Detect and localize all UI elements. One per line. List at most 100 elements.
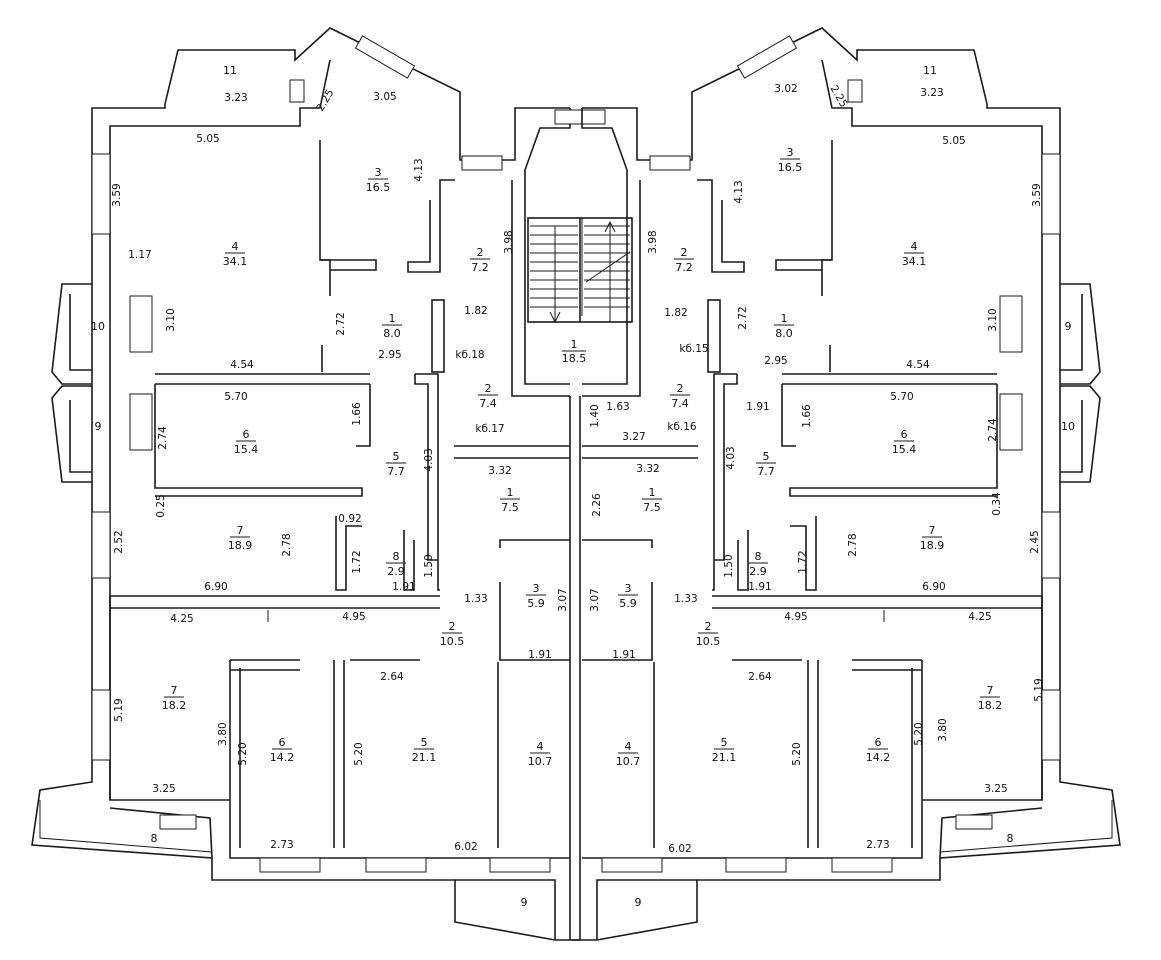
dimension-label: 1.50 [723,554,735,577]
dimension-label: 0.25 [155,494,167,517]
dimension-label: 2.95 [764,355,787,367]
room-number: 2 [681,246,688,259]
room-number: 7 [929,524,936,537]
dimension-label: 2.72 [737,306,749,329]
room-label: 210.5 [440,620,465,648]
dimension-label: 2.64 [748,671,772,683]
room-label: 57.7 [756,450,776,478]
room-label: 521.1 [412,736,437,764]
room-number: 4 [232,240,239,253]
room-label: 82.9 [386,550,406,578]
room-number: 11 [223,64,237,77]
dimension-label: 1.50 [423,554,435,577]
dimension-label: 3.59 [111,183,123,206]
room-number: 8 [393,550,400,563]
room-number: 1 [389,312,396,325]
room-area: 14.2 [866,751,891,764]
room-label: 615.4 [892,428,917,456]
dimension-label: 5.19 [113,698,125,721]
staircase [527,217,633,324]
room-number: 1 [649,486,656,499]
room-number: 6 [243,428,250,441]
dimension-label: 2.72 [335,312,347,335]
room-label: 410.7 [616,740,641,768]
room-label: 35.9 [526,582,546,610]
dimension-label: 5.20 [913,722,925,745]
room-label: 17.5 [500,486,520,514]
dimension-label: 1.33 [464,593,487,605]
dimension-label: 4.03 [423,448,435,471]
dimension-label: 4.95 [342,611,365,623]
dimension-label: 4.13 [733,180,745,203]
room-area: 5.9 [527,597,545,610]
dimension-label: 3.23 [224,92,247,104]
room-label: 718.2 [162,684,187,712]
room-label: 27.4 [670,382,690,410]
room-label: 718.2 [978,684,1003,712]
room-label: 521.1 [712,736,737,764]
dimension-label: kб.18 [455,349,484,361]
dimension-label: 4.25 [170,613,193,625]
dimension-label: 1.17 [128,249,151,261]
room-label: 57.7 [386,450,406,478]
room-area: 7.7 [757,465,775,478]
dimension-label: 1.66 [801,404,813,428]
dimension-label: 3.07 [557,588,569,611]
dimension-label: 1.72 [351,550,363,573]
dimension-label: 3.10 [165,308,177,331]
dimension-label: kб.15 [679,343,708,355]
room-number: 1 [507,486,514,499]
room-number: 9 [95,420,102,433]
dimension-label: 1.91 [392,581,415,593]
room-number: 10 [1061,420,1075,433]
room-number: 4 [537,740,544,753]
room-number: 9 [521,896,528,909]
room-area: 18.9 [228,539,253,552]
room-number: 1 [781,312,788,325]
dimension-label: 2.26 [591,493,603,517]
room-number: 11 [923,64,937,77]
dimension-label: 2.78 [847,533,859,556]
dimension-label: 2.25 [314,87,336,113]
dimension-label: 4.25 [968,611,991,623]
room-label: 615.4 [234,428,259,456]
dimension-label: 2.45 [1029,530,1041,553]
dimension-label: 5.70 [224,391,247,403]
dimension-label: 4.13 [413,158,425,181]
dimension-label: 1.33 [674,593,697,605]
dimension-label: 0.92 [338,513,361,525]
dimension-label: 6.02 [454,841,477,853]
room-number: 7 [171,684,178,697]
dimension-label: 3.02 [774,83,797,95]
room-number: 3 [625,582,632,595]
dimension-label: 2.74 [157,426,169,450]
room-number: 2 [477,246,484,259]
dimension-label: 3.98 [503,230,515,253]
room-label: 316.5 [778,146,803,174]
room-area: 18.9 [920,539,945,552]
room-area: 10.5 [696,635,721,648]
dimension-label: 1.63 [606,401,629,413]
dimension-label: 5.20 [237,742,249,765]
room-number: 10 [91,320,105,333]
room-label: 11 [923,64,937,77]
room-label: 27.2 [674,246,694,274]
dimension-label: 0.34 [991,492,1003,516]
room-label: 18.0 [382,312,402,340]
room-area: 7.7 [387,465,405,478]
dimension-label: 3.98 [647,230,659,253]
room-area: 14.2 [270,751,295,764]
room-number: 3 [787,146,794,159]
room-number: 3 [533,582,540,595]
room-label: 718.9 [228,524,253,552]
dimension-label: 5.70 [890,391,913,403]
room-area: 21.1 [412,751,437,764]
dimension-label: kб.16 [667,421,697,433]
room-area: 10.7 [528,755,553,768]
room-area: 8.0 [775,327,793,340]
room-area: 15.4 [892,443,917,456]
dimension-label: 4.54 [230,359,254,371]
dimension-label: 3.25 [984,783,1007,795]
dimension-label: 5.20 [353,742,365,765]
